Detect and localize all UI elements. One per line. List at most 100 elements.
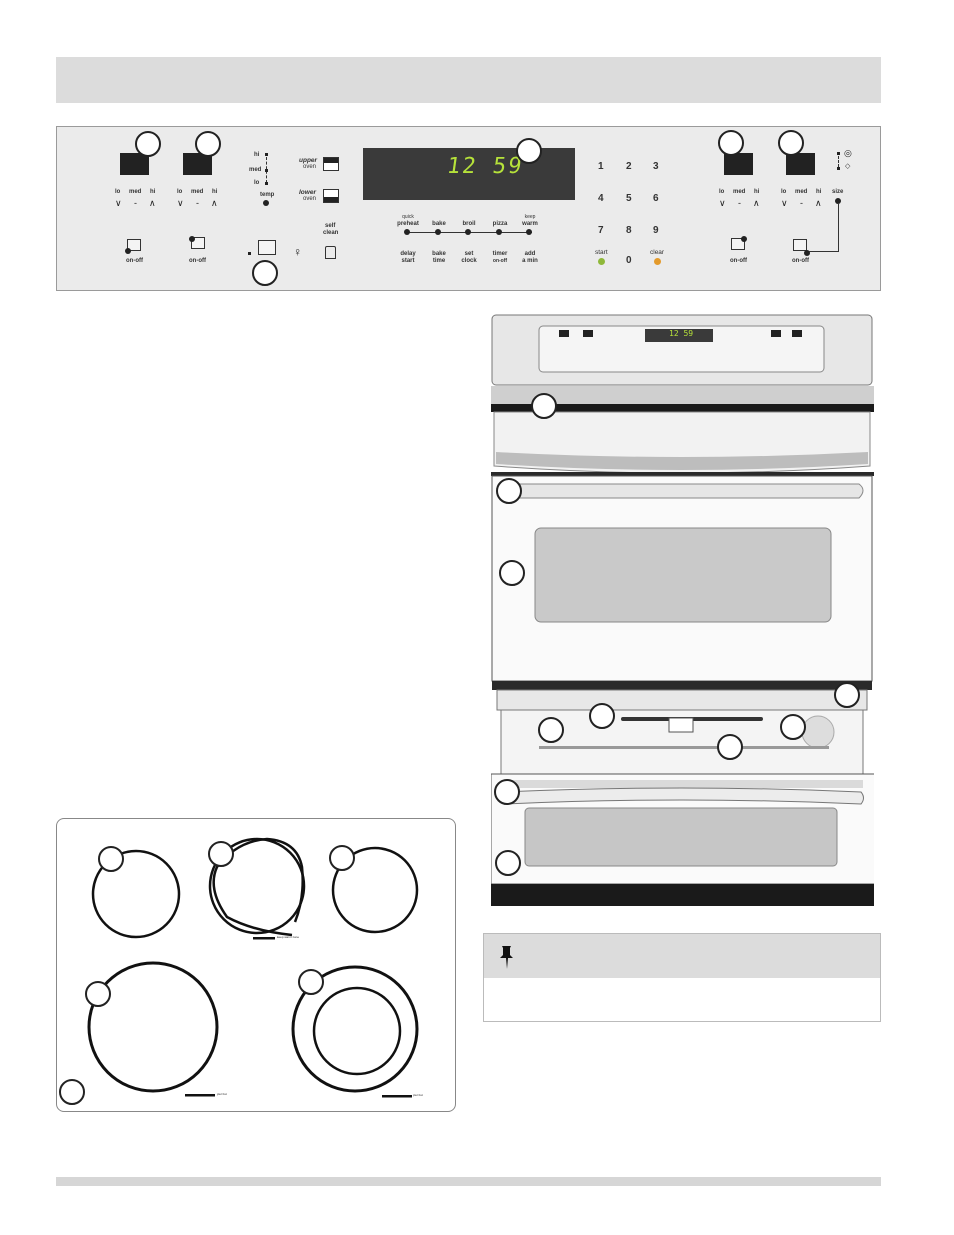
on-off-button-right-front[interactable] — [793, 239, 807, 251]
lo-label: lo — [254, 180, 260, 186]
key-2[interactable]: 2 — [626, 161, 632, 172]
decrease-button[interactable]: ∨ — [177, 198, 184, 208]
quick-label: quick — [402, 214, 414, 220]
warm-label: warm — [522, 221, 538, 227]
on-off-label: on-off — [792, 258, 809, 264]
upper-oven-button[interactable] — [323, 157, 339, 171]
callout-marker — [778, 130, 804, 156]
key-3[interactable]: 3 — [653, 161, 659, 172]
size-label: size — [832, 189, 844, 195]
broil-button[interactable] — [465, 229, 471, 235]
start-label: start — [401, 258, 415, 264]
lo-label: lo — [177, 189, 183, 195]
pushpin-icon — [500, 946, 513, 969]
callout-marker — [252, 260, 278, 286]
timer-label: timer — [492, 251, 508, 257]
lightbulb-icon[interactable]: ♀ — [293, 245, 302, 259]
callout-marker — [718, 130, 744, 156]
control-panel: lo med hi ∨ - ∧ on-off lo med hi ∨ - ∧ o… — [56, 126, 881, 291]
lo-label: lo — [781, 189, 787, 195]
decrease-button[interactable]: ∨ — [115, 198, 122, 208]
increase-button[interactable]: ∧ — [815, 198, 822, 208]
self-label: self — [325, 223, 336, 229]
pizza-button[interactable] — [496, 229, 502, 235]
med-label: med — [733, 189, 746, 195]
on-off-label: on-off — [730, 258, 747, 264]
level-mark — [265, 169, 268, 172]
power-boost-label: pwr bst — [217, 1092, 227, 1096]
a-min-label: a min — [522, 258, 538, 264]
bake-button[interactable] — [435, 229, 441, 235]
dash-label: - — [196, 198, 199, 208]
temp-label: temp — [260, 192, 275, 198]
dash-label: - — [738, 198, 741, 208]
dash-label: - — [800, 198, 803, 208]
key-5[interactable]: 5 — [626, 193, 632, 204]
indicator-dot — [741, 236, 747, 242]
increase-button[interactable]: ∧ — [211, 198, 218, 208]
dash-label: - — [134, 198, 137, 208]
temp-button[interactable] — [263, 200, 269, 206]
lock-icon[interactable] — [325, 246, 336, 259]
cooktop-illustration: keep warm zone pwr bst pwr bst — [56, 818, 456, 1112]
level-mark — [265, 153, 268, 156]
key-7[interactable]: 7 — [598, 225, 604, 236]
quick-preheat-button[interactable] — [404, 229, 410, 235]
callout-marker — [516, 138, 542, 164]
key-0[interactable]: 0 — [626, 255, 632, 266]
on-off-button-left-front[interactable] — [127, 239, 141, 251]
element-display-left-rear — [183, 153, 212, 175]
double-oven-illustration: 12 59 — [491, 314, 874, 906]
clock-label: clock — [461, 258, 477, 264]
on-off-label: on-off — [126, 258, 143, 264]
upper-label: upper — [299, 157, 318, 164]
increase-button[interactable]: ∧ — [753, 198, 760, 208]
oven-drawing — [491, 314, 874, 906]
level-mark — [265, 182, 268, 185]
size-mark — [837, 167, 840, 170]
start-button[interactable] — [598, 258, 605, 265]
delay-label: delay — [400, 251, 416, 257]
key-6[interactable]: 6 — [653, 193, 659, 204]
key-1[interactable]: 1 — [598, 161, 604, 172]
bridge-element-label: keep warm zone — [277, 935, 300, 939]
single-element-icon: ◇ — [845, 163, 851, 170]
size-button[interactable] — [835, 198, 841, 204]
decrease-button[interactable]: ∨ — [781, 198, 788, 208]
lo-label: lo — [115, 189, 121, 195]
footer-band — [56, 1177, 881, 1186]
size-link-line — [809, 251, 839, 252]
power-boost-label: pwr bst — [413, 1093, 423, 1097]
indicator-dot — [189, 236, 195, 242]
key-4[interactable]: 4 — [598, 193, 604, 204]
increase-button[interactable]: ∧ — [149, 198, 156, 208]
size-mark — [837, 152, 840, 155]
keep-warm-button[interactable] — [526, 229, 532, 235]
on-off-label: on-off — [189, 258, 206, 264]
oven-label: oven — [303, 164, 317, 170]
lower-oven-button[interactable] — [323, 189, 339, 203]
key-9[interactable]: 9 — [653, 225, 659, 236]
med-label: med — [129, 189, 142, 195]
on-off-label: on-off — [492, 258, 508, 264]
key-8[interactable]: 8 — [626, 225, 632, 236]
clear-button[interactable] — [654, 258, 661, 265]
med-label: med — [249, 167, 262, 173]
warmer-on-off-button[interactable] — [258, 240, 276, 255]
indicator-dot — [248, 252, 251, 255]
dual-element-icon: ◎ — [844, 148, 852, 158]
hi-label: hi — [816, 189, 822, 195]
element-display-right-front — [786, 153, 815, 175]
callout-marker — [195, 131, 221, 157]
hi-label: hi — [150, 189, 156, 195]
mini-display-time: 12 59 — [669, 329, 694, 338]
preheat-label: preheat — [397, 221, 419, 227]
clean-label: clean — [323, 230, 339, 236]
decrease-button[interactable]: ∨ — [719, 198, 726, 208]
